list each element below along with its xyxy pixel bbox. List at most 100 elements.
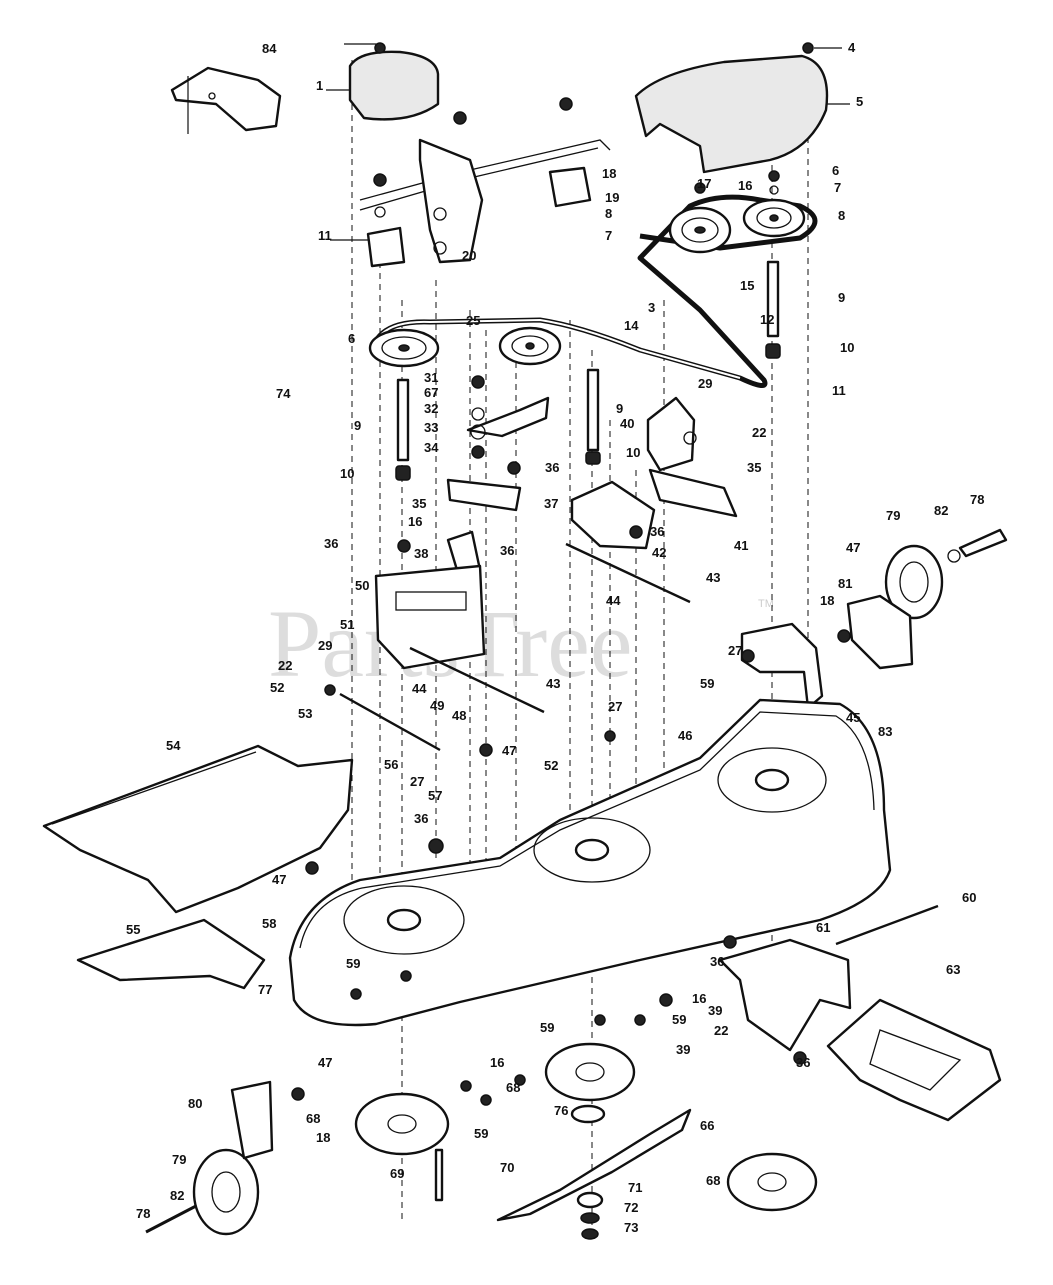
callout-55: 55: [126, 922, 140, 937]
callout-73: 73: [624, 1220, 638, 1235]
callout-36: 36: [500, 543, 514, 558]
plate-63: [826, 998, 1002, 1122]
callout-54: 54: [166, 738, 181, 753]
callout-47: 47: [502, 743, 516, 758]
callout-25: 25: [466, 313, 480, 328]
blade-adapter-middle: [544, 1042, 636, 1102]
callout-34: 34: [424, 440, 439, 455]
callout-32: 32: [424, 401, 438, 416]
callout-36: 36: [414, 811, 428, 826]
bracket-61: [718, 938, 852, 1052]
mower-deck-83: [288, 698, 892, 1027]
hardware-nuts: [291, 461, 851, 1106]
callout-35: 35: [412, 496, 426, 511]
callout-45: 45: [846, 710, 860, 725]
callout-83: 83: [878, 724, 892, 739]
callout-82: 82: [934, 503, 948, 518]
callout-47: 47: [846, 540, 860, 555]
callout-58: 58: [262, 916, 276, 931]
callout-29: 29: [698, 376, 712, 391]
callout-27: 27: [608, 699, 622, 714]
callout-18: 18: [820, 593, 834, 608]
callout-41: 41: [734, 538, 748, 553]
callout-36: 36: [796, 1055, 810, 1070]
callout-79: 79: [886, 508, 900, 523]
callout-60: 60: [962, 890, 976, 905]
callout-7: 7: [834, 180, 841, 195]
bracket-45: [740, 622, 824, 710]
callout-27: 27: [728, 643, 742, 658]
callout-49: 49: [430, 698, 444, 713]
callout-8: 8: [605, 206, 612, 221]
callout-10: 10: [840, 340, 854, 355]
callout-27: 27: [410, 774, 424, 789]
bracket-42: [570, 480, 656, 550]
callout-50: 50: [355, 578, 369, 593]
spindle-right: [765, 260, 781, 359]
callout-4: 4: [848, 40, 856, 55]
callout-10: 10: [340, 466, 354, 481]
callout-40: 40: [620, 416, 634, 431]
callout-6: 6: [832, 163, 839, 178]
spindle-left: [395, 378, 411, 481]
callout-52: 52: [270, 680, 284, 695]
spindle-middle: [585, 368, 601, 465]
gauge-wheel-right: [846, 528, 1008, 670]
gauge-wheel-left: [145, 1080, 274, 1236]
callout-36: 36: [324, 536, 338, 551]
pulley-idler-25: [498, 326, 562, 366]
callout-67: 67: [424, 385, 438, 400]
callout-59: 59: [700, 676, 714, 691]
callout-16: 16: [692, 991, 706, 1006]
callout-10: 10: [626, 445, 640, 460]
upper-idler-assembly: [330, 97, 611, 268]
callout-47: 47: [272, 872, 286, 887]
callout-16: 16: [738, 178, 752, 193]
callout-84: 84: [262, 41, 277, 56]
callout-37: 37: [544, 496, 558, 511]
pulley-upper-left: [368, 328, 440, 368]
callout-36: 36: [545, 460, 559, 475]
callout-74: 74: [276, 386, 291, 401]
callout-51: 51: [340, 617, 354, 632]
callout-61: 61: [816, 920, 830, 935]
callout-9: 9: [838, 290, 845, 305]
callout-81: 81: [838, 576, 852, 591]
callout-9: 9: [354, 418, 361, 433]
callout-15: 15: [740, 278, 754, 293]
part-1-pulley-cover: [326, 42, 440, 121]
pulley-8-right: [742, 170, 806, 238]
callout-31: 31: [424, 370, 438, 385]
callout-76: 76: [554, 1103, 568, 1118]
blade-adapter-left: [354, 1092, 450, 1156]
callout-39: 39: [676, 1042, 690, 1057]
blade-adapter-right: [726, 1152, 818, 1212]
callout-14: 14: [624, 318, 639, 333]
callout-63: 63: [946, 962, 960, 977]
pulley-17: [668, 182, 732, 254]
callout-43: 43: [706, 570, 720, 585]
bracket-37: [446, 478, 522, 512]
callout-19: 19: [605, 190, 619, 205]
watermark-trademark: TM: [758, 598, 774, 610]
callout-56: 56: [384, 757, 398, 772]
callout-5: 5: [856, 94, 863, 109]
callout-82: 82: [170, 1188, 184, 1203]
callout-68: 68: [306, 1111, 320, 1126]
callout-6: 6: [348, 331, 355, 346]
callout-3: 3: [648, 300, 655, 315]
callout-42: 42: [652, 545, 666, 560]
callout-33: 33: [424, 420, 438, 435]
callout-35: 35: [747, 460, 761, 475]
plate-50: [374, 564, 486, 670]
callout-52: 52: [544, 758, 558, 773]
callout-20: 20: [462, 248, 476, 263]
callout-11: 11: [318, 228, 332, 243]
callout-48: 48: [452, 708, 466, 723]
callout-79: 79: [172, 1152, 186, 1167]
callout-66: 66: [700, 1118, 714, 1133]
rods-44: [339, 542, 691, 752]
callout-44: 44: [412, 681, 427, 696]
